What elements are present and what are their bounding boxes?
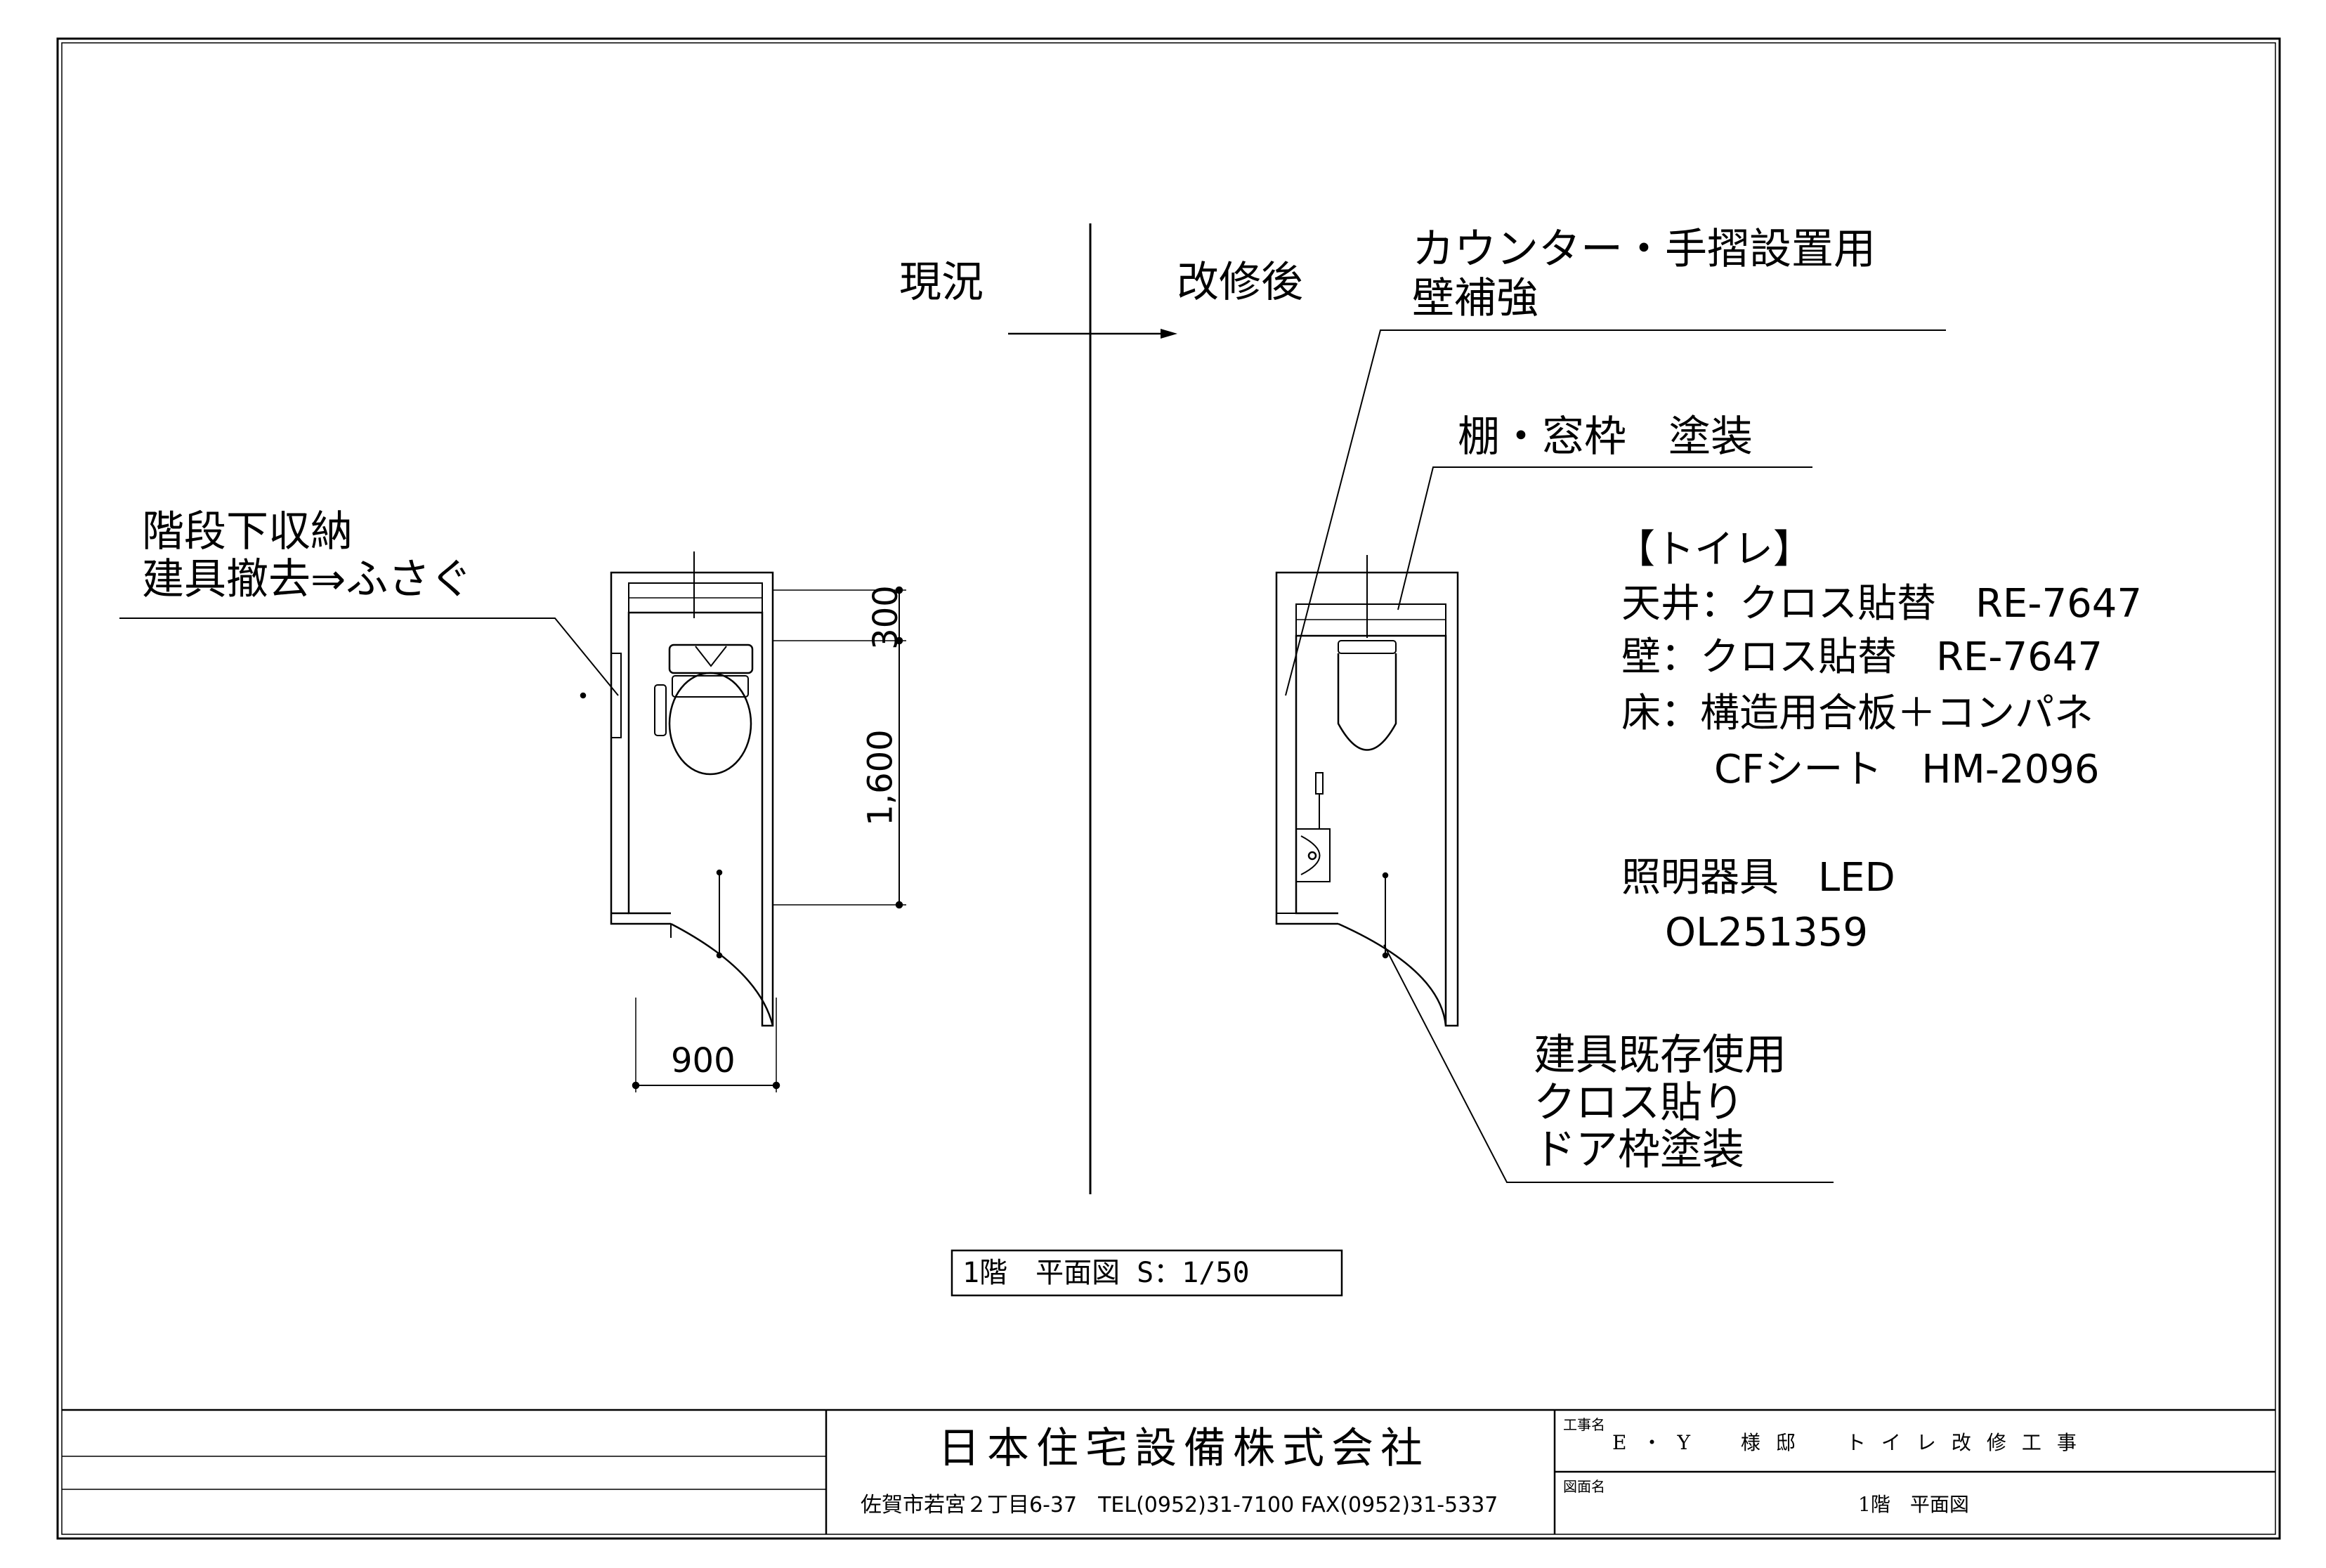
dim-300: 300: [865, 585, 906, 650]
spec-floor-2: CFシート HM-2096: [1714, 747, 2100, 792]
label-existing: 現況: [899, 258, 984, 307]
label-shelf-paint: 棚・窓枠 塗装: [1458, 412, 1753, 462]
spec-floor-1: 床：構造用合板＋コンパネ: [1621, 691, 2093, 736]
direction-arrow: [1008, 329, 1177, 339]
label-counter-2: 壁補強: [1412, 274, 1538, 323]
dim-1600: 1,600: [861, 729, 901, 826]
label-after-renovation: 改修後: [1177, 258, 1303, 307]
label-counter-1: カウンター・手摺設置用: [1412, 225, 1876, 274]
project-label: 工事名: [1563, 1416, 1605, 1433]
label-door-2: クロス貼り: [1534, 1078, 1744, 1128]
spec-ceiling: 天井：クロス貼替 RE-7647: [1621, 581, 2143, 627]
company-name: 日本住宅設備株式会社: [938, 1424, 1430, 1473]
title-block-frame: [62, 1409, 2275, 1534]
dim-900: 900: [671, 1041, 736, 1080]
renovated-floor-plan: [1275, 329, 1946, 1183]
drawing-label: 図面名: [1563, 1478, 1605, 1495]
drawing-title: 1階 平面図 S：1/50: [962, 1257, 1250, 1289]
inner-border: [61, 42, 2276, 1535]
label-door-1: 建具既存使用: [1534, 1031, 1786, 1080]
company-address: 佐賀市若宮２丁目6-37 TEL(0952)31-7100 FAX(0952)3…: [861, 1493, 1498, 1517]
drawing-title-box: [950, 1249, 1343, 1297]
label-door-3: ドア枠塗装: [1534, 1125, 1744, 1175]
project-name: E・Y 様邸 トイレ改修工事: [1612, 1431, 2092, 1454]
label-stair-storage-1: 階段下収納: [142, 507, 353, 556]
spec-lighting-2: OL251359: [1665, 910, 1869, 955]
label-stair-storage-2: 建具撤去⇒ふさぐ: [142, 555, 473, 604]
drawing-name: 1階 平面図: [1858, 1493, 1969, 1516]
spec-lighting-1: 照明器具 LED: [1621, 855, 1895, 901]
existing-floor-plan: [119, 551, 906, 1092]
outer-border: [56, 37, 2281, 1540]
spec-wall: 壁：クロス貼替 RE-7647: [1621, 634, 2103, 680]
spec-heading: 【トイレ】: [1616, 527, 1812, 573]
